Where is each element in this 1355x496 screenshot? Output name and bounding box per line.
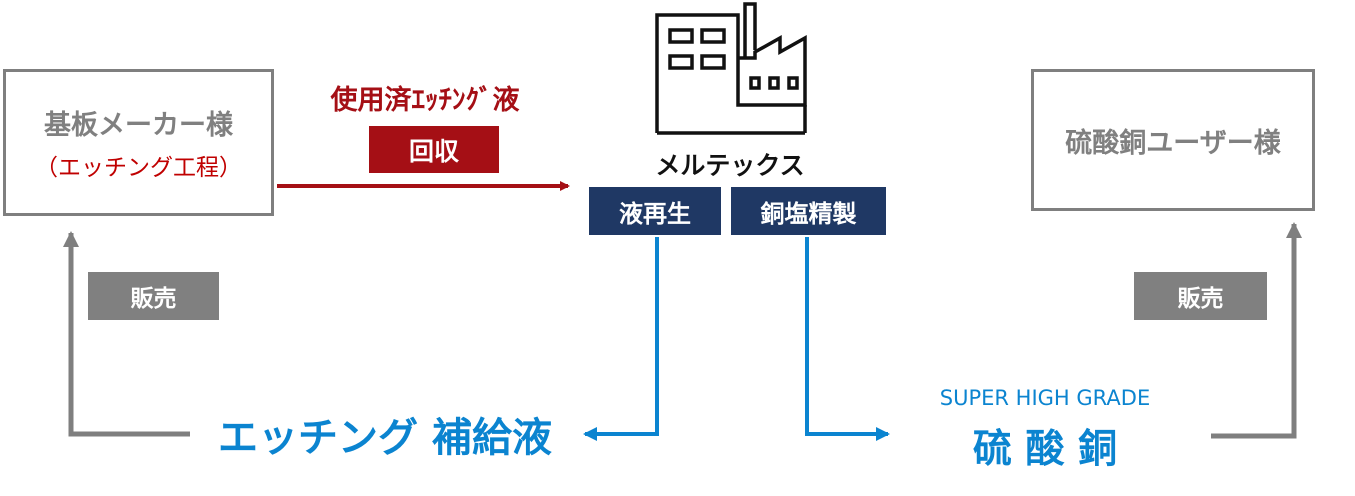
substrate-maker-title: 基板メーカー様 [44,110,233,141]
company-name: メルテックス [655,151,805,180]
etching-replenisher-label: エッチング 補給液 [218,415,552,461]
refining-flow-arrow [805,237,890,441]
factory-icon [655,2,807,135]
used-etching-liquid-label: 使用済ｴｯﾁﾝｸﾞ液 [330,85,520,115]
collect-tag: 回収 [369,126,499,173]
liquid-regeneration-tag: 液再生 [589,187,721,235]
copper-sulfate-user-title: 硫酸銅ユーザー様 [1065,127,1281,159]
super-high-grade-label: SUPER HIGH GRADE [939,386,1151,410]
copper-salt-refining-tag: 銅塩精製 [731,187,886,235]
regeneration-flow-arrow [583,237,659,441]
substrate-maker-box: 基板メーカー様 （エッチング工程） [3,69,274,216]
copper-sulfate-user-box: 硫酸銅ユーザー様 [1031,69,1315,211]
sales-tag-right: 販売 [1134,272,1267,320]
sales-arrow-right [1211,222,1302,439]
sales-tag-left: 販売 [88,272,219,320]
substrate-maker-subtitle: （エッチング工程） [35,155,242,181]
sales-arrow-left [63,231,190,437]
copper-sulfate-product-label: 硫 酸 銅 [972,427,1118,472]
